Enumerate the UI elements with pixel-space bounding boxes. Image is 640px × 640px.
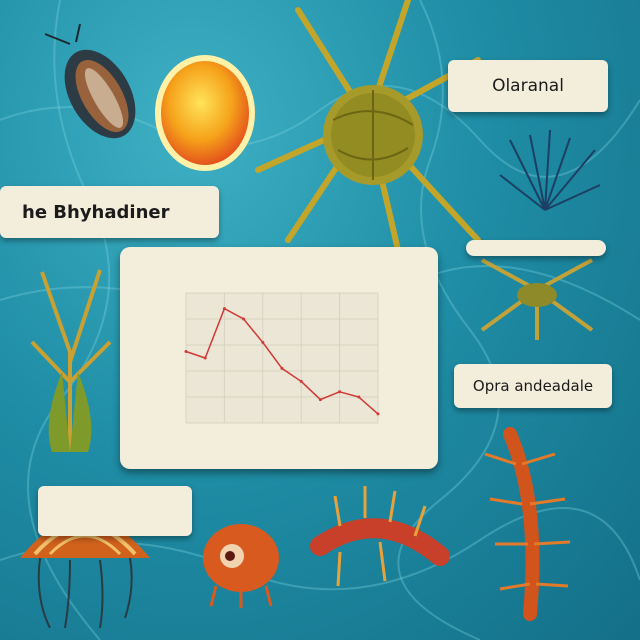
series-points xyxy=(184,307,380,416)
chart-card xyxy=(120,247,438,469)
data-point xyxy=(318,398,322,402)
label-card-right: Opra andeadale xyxy=(454,364,612,408)
data-point xyxy=(242,317,246,321)
plot-area xyxy=(186,293,378,423)
label-card-mid-right xyxy=(466,240,606,256)
data-point xyxy=(222,307,226,311)
centipede-icon xyxy=(484,427,571,621)
line-chart xyxy=(184,292,380,424)
data-point xyxy=(338,390,342,394)
label-card-bottom-left xyxy=(38,486,192,536)
blue-coral-icon xyxy=(499,130,601,211)
data-point xyxy=(376,412,380,416)
radiolarian-icon xyxy=(255,0,481,250)
shrimp-larva-icon xyxy=(480,258,594,340)
chart-grid xyxy=(185,292,379,424)
label-right-text: Opra andeadale xyxy=(472,377,594,395)
data-point xyxy=(203,356,207,360)
sun-icon xyxy=(155,55,255,171)
sea-worm-icon xyxy=(310,486,450,587)
nautilus-icon xyxy=(203,524,279,608)
data-point xyxy=(357,395,361,399)
label-card-left: he Bhyhadiner xyxy=(0,186,219,238)
beetle-icon xyxy=(44,24,136,139)
data-point xyxy=(261,340,265,344)
label-left-text: he Bhyhadiner xyxy=(22,201,170,223)
data-point xyxy=(299,379,303,383)
data-point xyxy=(184,350,188,353)
label-card-top-right: Olaranal xyxy=(448,60,608,112)
data-point xyxy=(280,366,284,370)
kelp-icon xyxy=(30,269,112,452)
label-top-right-text: Olaranal xyxy=(492,76,564,96)
